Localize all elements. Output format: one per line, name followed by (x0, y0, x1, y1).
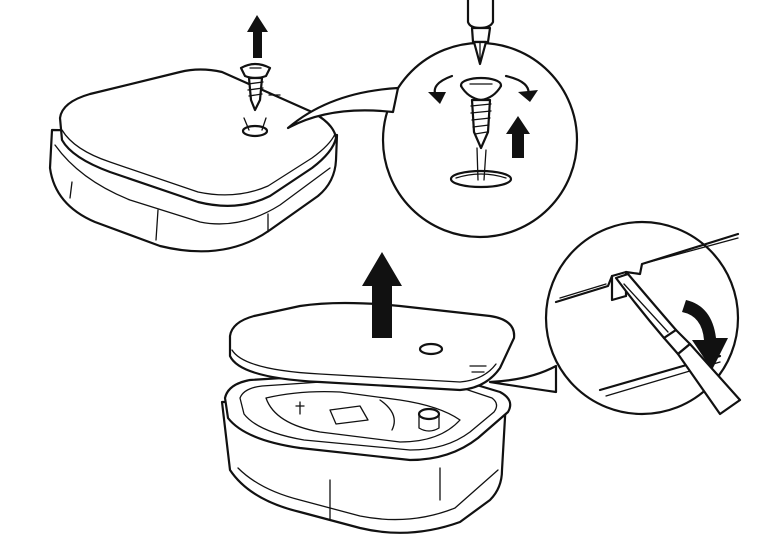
down-arrow-icon (682, 300, 728, 370)
lifted-lid (228, 301, 516, 392)
up-arrow-icon-detail (506, 116, 530, 158)
flat-screwdriver-icon (614, 272, 742, 416)
detail-screw-icon (459, 76, 503, 150)
callout-pointer (286, 86, 400, 130)
unscrew-detail (286, 0, 579, 239)
lift-up-arrow-icon (362, 252, 402, 338)
enclosure-base-rim (54, 144, 331, 225)
up-arrow-icon (247, 15, 268, 58)
lid-screw-hole (418, 342, 444, 356)
internal-components (265, 390, 461, 443)
rotation-arrows-icon (428, 74, 538, 104)
screw-icon (239, 62, 272, 112)
enclosure-lid-edge (61, 129, 336, 196)
pry-detail (488, 220, 742, 416)
screwdriver-icon (466, 0, 495, 66)
enclosure-lid (58, 68, 338, 207)
closed-enclosure (48, 15, 339, 253)
pry-callout-pointer (488, 364, 558, 394)
open-enclosure (220, 252, 516, 534)
